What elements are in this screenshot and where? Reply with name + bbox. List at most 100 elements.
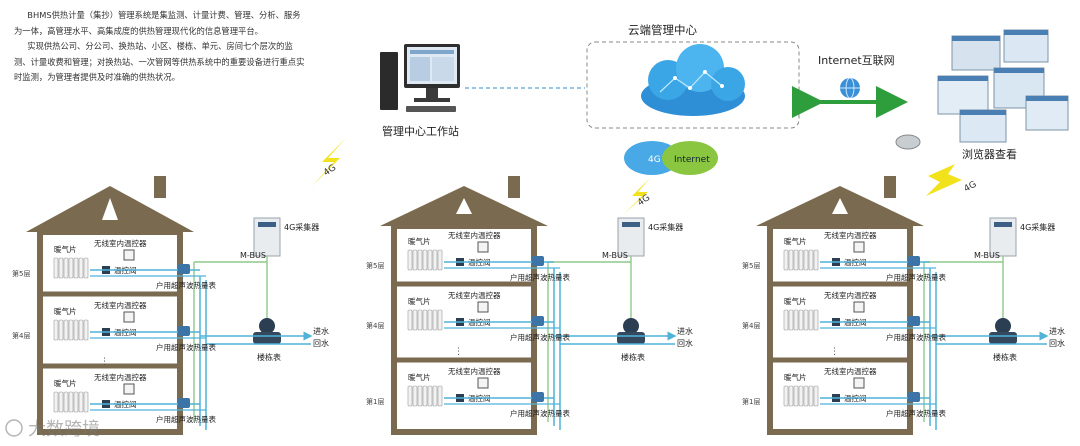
internet-link: Internet互联网 xyxy=(792,54,908,118)
mouse-icon xyxy=(895,134,921,150)
signal-4g-center: 4G xyxy=(624,178,652,214)
floor-1: 无线室内温控器暖气片温控阀户用超声波热量表第5层 xyxy=(12,238,216,290)
inlet-label: 进水 xyxy=(313,326,329,336)
thermostat-icon xyxy=(853,301,865,313)
radiator-icon xyxy=(407,249,443,271)
cloud-center-box xyxy=(586,41,800,129)
cloud-center-label: 云端管理中心 xyxy=(628,23,697,37)
radiator-icon xyxy=(783,385,819,407)
radiator-label: 暖气片 xyxy=(54,306,77,316)
thermostat-label: 无线室内温控器 xyxy=(448,290,501,300)
browser-viewers: 浏览器查看 xyxy=(895,29,1069,161)
inlet-label: 进水 xyxy=(677,326,693,336)
heat-meter-label: 户用超声波热量表 xyxy=(156,342,216,352)
floor-2: 无线室内温控器暖气片温控阀户用超声波热量表第4层⋮ xyxy=(12,300,216,367)
heat-meter-label: 户用超声波热量表 xyxy=(886,272,946,282)
workstation-label: 管理中心工作站 xyxy=(382,124,459,138)
mbus-label: M-BUS xyxy=(240,251,266,260)
heat-meter-label: 户用超声波热量表 xyxy=(886,408,946,418)
building-2: 4G采集器M-BUS楼栋表进水回水无线室内温控器暖气片温控阀户用超声波热量表第5… xyxy=(366,176,693,435)
signal-4g-right: 4G xyxy=(926,164,979,196)
heat-meter-label: 户用超声波热量表 xyxy=(156,280,216,290)
floor-3: 无线室内温控器暖气片温控阀户用超声波热量表 xyxy=(53,372,216,424)
thermostat-label: 无线室内温控器 xyxy=(824,366,877,376)
thermostat-label: 无线室内温控器 xyxy=(94,300,147,310)
bubble-internet-label: Internet xyxy=(674,155,710,165)
buildings: 4G采集器 M-BUS 楼栋表 进水回水无线室内温控器暖气片温控阀户用超声波热量表 第5… xyxy=(12,176,1065,435)
pc-tower-icon xyxy=(380,52,398,110)
thermostat-label: 无线室内温控器 xyxy=(824,230,877,240)
heat-meter-icon xyxy=(908,392,920,402)
radiator-label: 暖气片 xyxy=(784,236,807,246)
thermostat-icon xyxy=(477,377,489,389)
heat-meter-label: 户用超声波热量表 xyxy=(156,414,216,424)
chimney xyxy=(884,176,896,198)
watermark-logo-icon xyxy=(5,419,23,437)
floor-2: 无线室内温控器暖气片温控阀户用超声波热量表第4层⋮ xyxy=(366,290,570,357)
radiator-label: 暖气片 xyxy=(408,296,431,306)
browser-window-icon xyxy=(937,29,1069,143)
intro-paragraph-1: BHMS供热计量（集抄）管理系统是集监测、计量计费、管理、分析、服务为一体，高管… xyxy=(14,10,301,36)
floor-number-label: 第1层 xyxy=(366,397,384,406)
svg-text:⋮: ⋮ xyxy=(830,347,839,357)
building-3: 4G采集器M-BUS楼栋表进水回水无线室内温控器暖气片温控阀户用超声波热量表第5… xyxy=(742,176,1065,435)
floor-number-label: 第5层 xyxy=(12,269,30,278)
svg-text:⋮: ⋮ xyxy=(100,357,109,367)
watermark-text: 大数跨境 xyxy=(28,419,100,440)
thermostat-icon xyxy=(123,249,135,261)
heat-meter-icon xyxy=(532,256,544,266)
heat-meter-icon xyxy=(908,316,920,326)
floor-number-label: 第5层 xyxy=(742,261,760,270)
radiator-icon xyxy=(407,309,443,331)
lightning-icon xyxy=(624,178,650,214)
thermostat-label: 无线室内温控器 xyxy=(448,230,501,240)
radiator-label: 暖气片 xyxy=(54,244,77,254)
thermostat-icon xyxy=(477,301,489,313)
signal-4g-left: 4G xyxy=(312,138,346,186)
heat-meter-icon xyxy=(178,398,190,408)
signal-label: 4G xyxy=(322,163,338,178)
thermostat-icon xyxy=(123,311,135,323)
floor-3: 无线室内温控器暖气片温控阀户用超声波热量表第1层 xyxy=(742,366,946,418)
floor-1: 无线室内温控器暖气片温控阀户用超声波热量表第5层 xyxy=(366,230,570,282)
floor-3: 无线室内温控器暖气片温控阀户用超声波热量表第1层 xyxy=(366,366,570,418)
internet-label: Internet互联网 xyxy=(818,54,895,67)
browser-label: 浏览器查看 xyxy=(962,147,1017,161)
radiator-icon xyxy=(53,257,89,279)
collector-label: 4G采集器 xyxy=(284,222,319,232)
intro-text: BHMS供热计量（集抄）管理系统是集监测、计量计费、管理、分析、服务为一体，高管… xyxy=(14,8,306,86)
thermostat-label: 无线室内温控器 xyxy=(824,290,877,300)
network-bubble: 4G Internet xyxy=(624,141,718,175)
radiator-icon xyxy=(407,385,443,407)
radiator-label: 暖气片 xyxy=(784,372,807,382)
chimney xyxy=(508,176,520,198)
radiator-icon xyxy=(53,319,89,341)
heat-meter-icon xyxy=(532,392,544,402)
heat-meter-icon xyxy=(178,326,190,336)
building-meter-label: 楼栋表 xyxy=(257,352,281,362)
outlet-label: 回水 xyxy=(313,338,329,348)
mbus-label: M-BUS xyxy=(602,251,628,260)
radiator-label: 暖气片 xyxy=(784,296,807,306)
radiator-label: 暖气片 xyxy=(408,236,431,246)
radiator-label: 暖气片 xyxy=(54,378,77,388)
thermostat-label: 无线室内温控器 xyxy=(94,238,147,248)
collector-label: 4G采集器 xyxy=(1020,222,1055,232)
heat-meter-icon xyxy=(178,264,190,274)
radiator-icon xyxy=(783,309,819,331)
radiator-label: 暖气片 xyxy=(408,372,431,382)
heat-meter-label: 户用超声波热量表 xyxy=(510,332,570,342)
thermostat-icon xyxy=(123,383,135,395)
floor-1: 无线室内温控器暖气片温控阀户用超声波热量表第5层 xyxy=(742,230,946,282)
inlet-label: 进水 xyxy=(1049,326,1065,336)
heat-meter-icon xyxy=(532,316,544,326)
thermostat-icon xyxy=(853,377,865,389)
intro-paragraph-2: 实现供热公司、分公司、换热站、小区、楼栋、单元、房间七个层次的监测、计量收费和管… xyxy=(14,41,305,82)
floor-2: 无线室内温控器暖气片温控阀户用超声波热量表第4层⋮ xyxy=(742,290,946,357)
building-meter-label: 楼栋表 xyxy=(621,352,645,362)
thermostat-icon xyxy=(477,241,489,253)
building-meter-icon xyxy=(259,318,275,334)
lightning-icon xyxy=(926,164,962,196)
